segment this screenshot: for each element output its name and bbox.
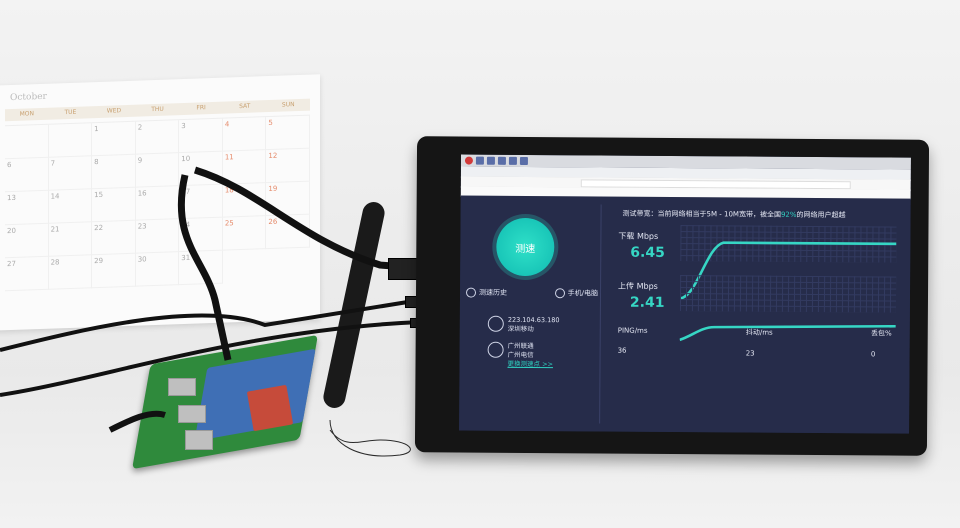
server-info: 广州联通 广州电信 更换测速点 >>	[487, 341, 589, 370]
ip-info: 223.104.63.180 深圳移动	[487, 315, 590, 335]
terminal-icon[interactable]	[497, 156, 506, 165]
start-speedtest-button[interactable]: 测速	[496, 217, 555, 277]
left-actions: 测速历史 手机/电脑	[465, 287, 599, 299]
ping-stat: PING/ms 36	[618, 327, 648, 367]
history-icon	[465, 287, 477, 298]
loss-stat: 丢包% 0	[871, 328, 892, 368]
folder-icon[interactable]	[486, 156, 495, 165]
results-panel: 测试带宽：当前网络相当于5M - 10M宽带，被全国92%的网络用户超越 下载 …	[609, 197, 903, 434]
window-icon[interactable]	[519, 156, 528, 165]
history-action[interactable]: 测速历史	[465, 287, 508, 298]
panel-divider	[599, 204, 602, 424]
browser-icon[interactable]	[475, 156, 484, 165]
loss-value: 0	[870, 350, 876, 359]
banner-text-end: 的网络用户超越	[796, 210, 846, 220]
portable-monitor: 测速 测速历史 手机/电脑 223.104.63.180 深圳	[414, 136, 930, 456]
location-pin-icon	[487, 315, 504, 332]
usb-port	[168, 378, 196, 396]
upload-graph	[679, 275, 897, 342]
banner-highlight: 92%	[780, 210, 797, 219]
jitter-value: 23	[745, 349, 755, 358]
ip-location: 深圳移动	[507, 324, 534, 334]
raspberry-menu-icon[interactable]	[464, 156, 473, 165]
ping-label: PING/ms	[617, 326, 648, 335]
ping-value: 36	[617, 346, 627, 355]
upload-value: 2.41	[629, 294, 665, 311]
latency-stats: PING/ms 36 抖动/ms 23 丢包% 0	[618, 327, 892, 369]
banner-text: 测试带宽：当前网络相当于5M - 10M宽带，被全国	[622, 209, 782, 219]
download-label: 下载 Mbps	[618, 231, 659, 241]
ethernet-port	[185, 430, 213, 450]
upload-label: 上传 Mbps	[618, 281, 658, 291]
history-label: 测速历史	[478, 288, 508, 297]
device-label: 手机/电脑	[567, 289, 599, 298]
gear-icon	[554, 288, 565, 299]
jitter-label: 抖动/ms	[745, 328, 773, 337]
window-icon[interactable]	[508, 156, 517, 165]
usb-port	[178, 405, 206, 423]
speedtest-app: 测速 测速历史 手机/电脑 223.104.63.180 深圳	[459, 195, 911, 434]
monitor-screen: 测速 测速历史 手机/电脑 223.104.63.180 深圳	[459, 154, 911, 434]
result-banner: 测试带宽：当前网络相当于5M - 10M宽带，被全国92%的网络用户超越	[623, 209, 846, 221]
download-graph	[679, 225, 897, 300]
jitter-stat: 抖动/ms 23	[746, 328, 773, 368]
change-server-link[interactable]: 更换测速点 >>	[507, 359, 554, 369]
globe-icon	[487, 341, 504, 358]
loss-label: 丢包%	[871, 329, 892, 338]
download-value: 6.45	[630, 244, 665, 261]
device-action[interactable]: 手机/电脑	[554, 288, 599, 299]
